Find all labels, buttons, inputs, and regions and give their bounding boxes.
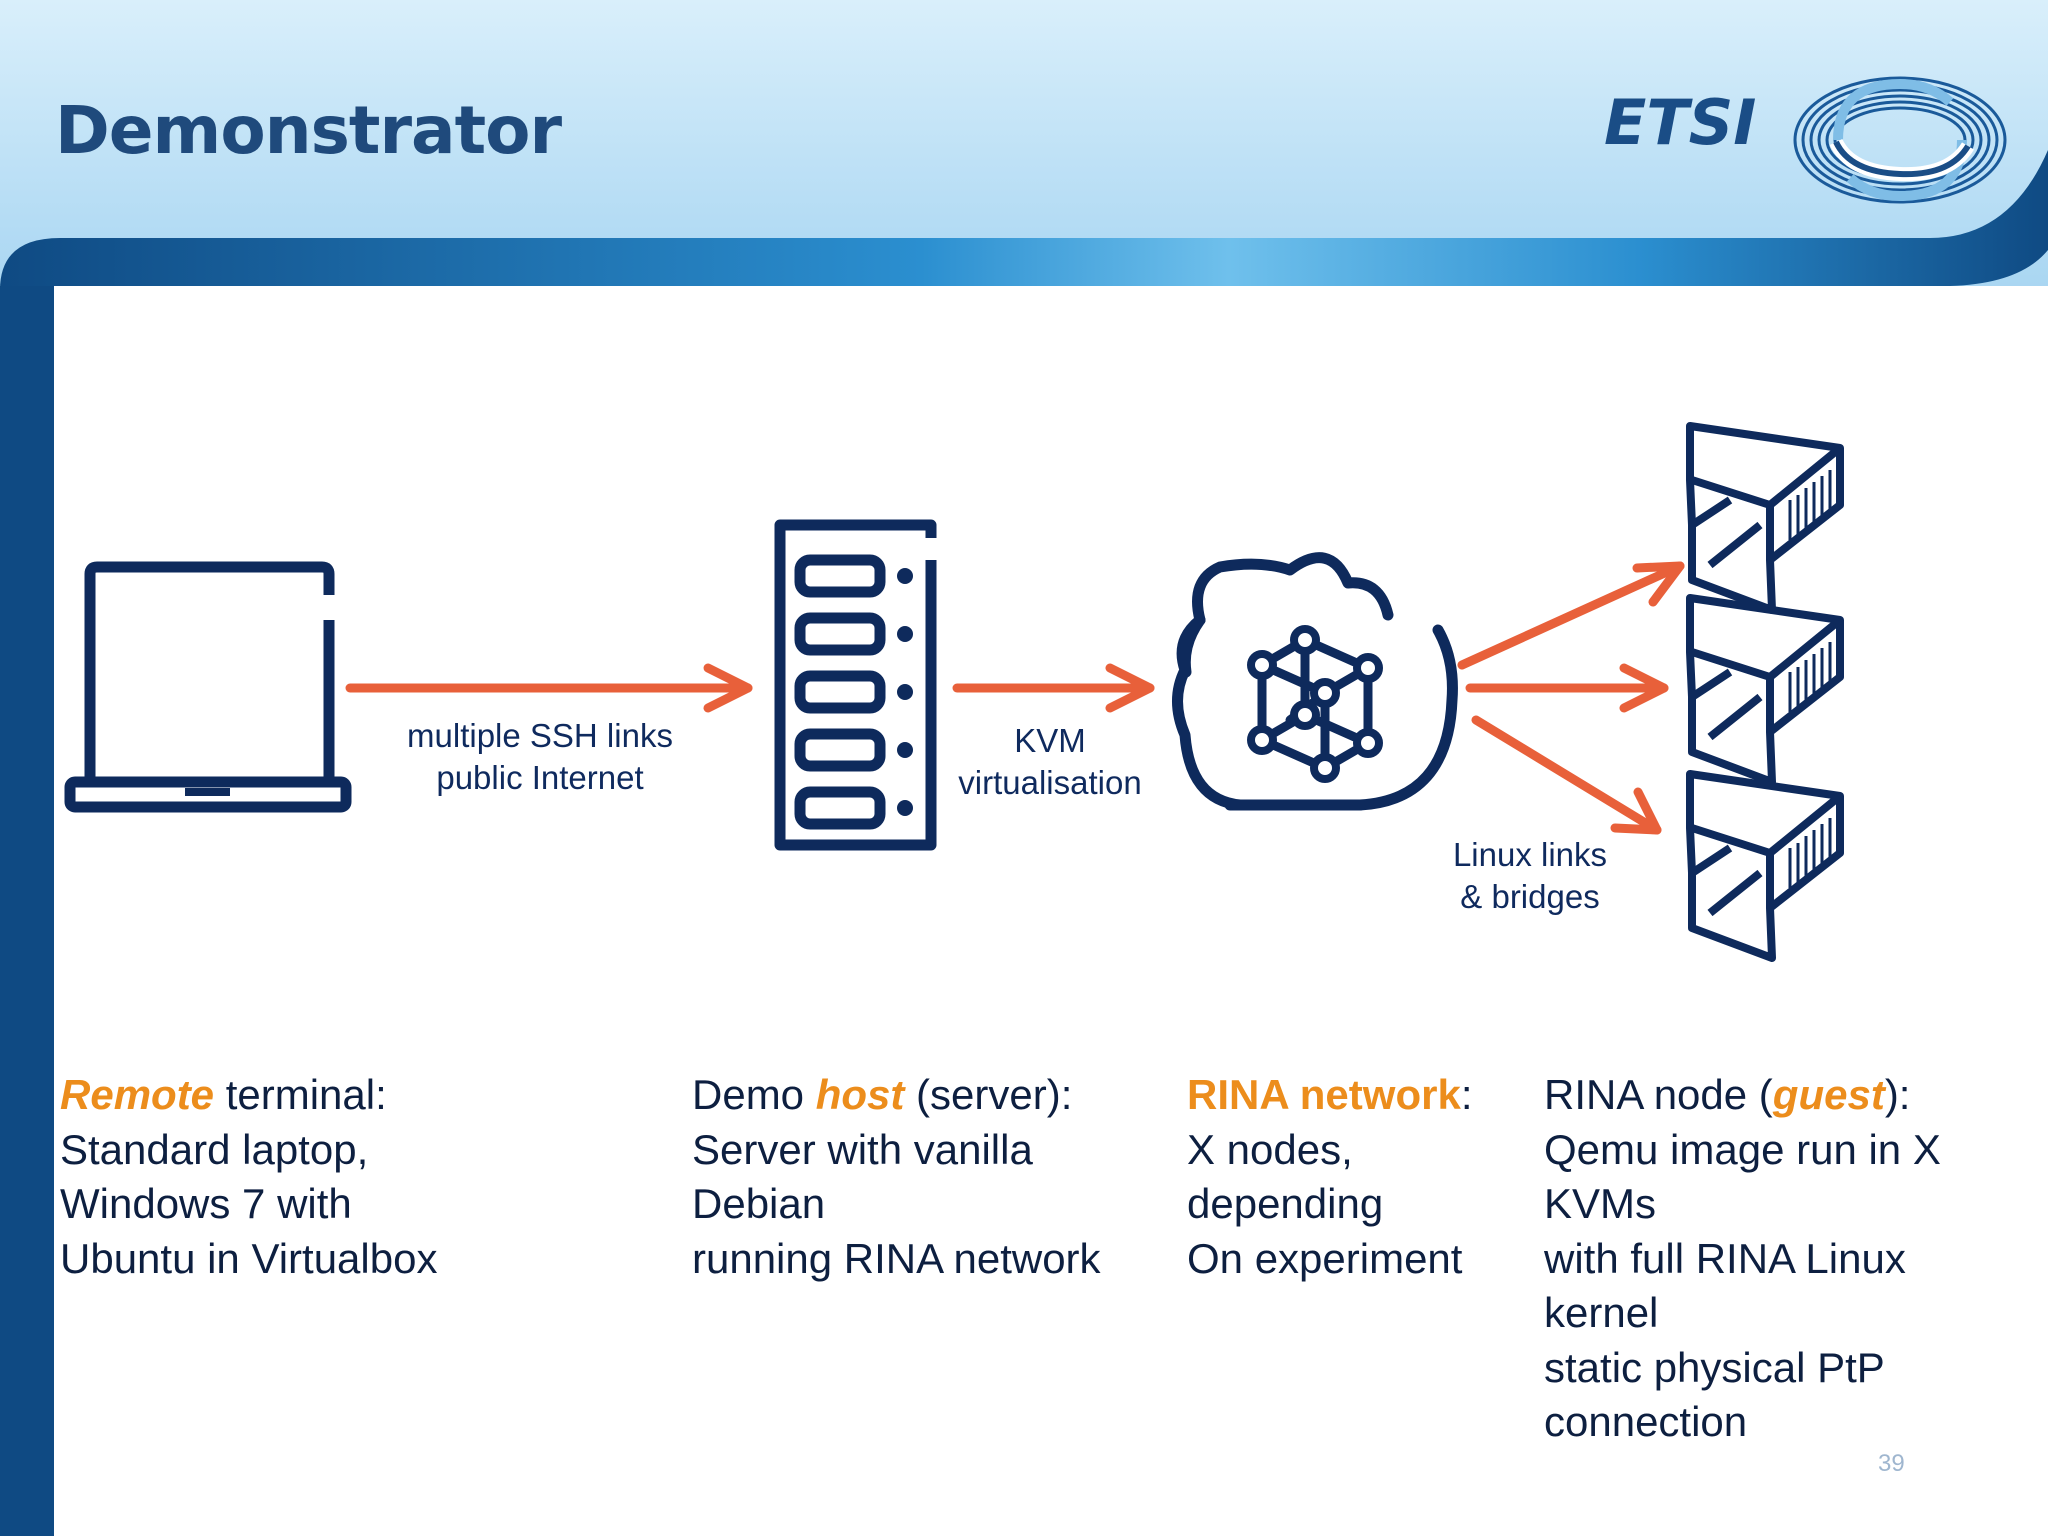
column-line: with full RINA Linux: [1544, 1234, 1906, 1282]
server-rack-icon: [774, 519, 937, 851]
heading-rest: (server):: [904, 1071, 1073, 1118]
column-heading: Remote terminal:: [60, 1068, 437, 1123]
column-line: KVMs: [1544, 1180, 1657, 1227]
guest-node-icon-2: [1686, 594, 1844, 786]
edge-label-line: public Internet: [436, 759, 644, 796]
heading-pre: Demo: [692, 1071, 816, 1118]
heading-highlight: RINA network: [1187, 1071, 1461, 1118]
remote-terminal-description: Remote terminal: Standard laptop, Window…: [60, 1068, 437, 1286]
column-line: Server with vanilla: [692, 1125, 1033, 1173]
column-line: Debian: [692, 1180, 826, 1227]
slide-title: Demonstrator: [55, 92, 562, 169]
arrow-cloud-to-guest-1: [1457, 561, 1685, 670]
edge-label-linux: Linux links & bridges: [1430, 834, 1630, 918]
column-line: static physical PtP: [1544, 1343, 1885, 1391]
demo-host-description: Demo host (server): Server with vanilla …: [692, 1068, 1101, 1286]
laptop-icon: [64, 561, 352, 813]
column-line: connection: [1544, 1398, 1748, 1445]
arrow-server-to-cloud: [952, 663, 1155, 713]
column-line: depending: [1187, 1180, 1384, 1227]
arrow-cloud-to-guest-3: [1471, 715, 1662, 835]
column-heading: Demo host (server):: [692, 1068, 1101, 1123]
logo-text: ETSI: [1604, 86, 1756, 159]
cloud-network-icon: [1172, 552, 1458, 811]
arrow-cloud-to-guest-2: [1465, 663, 1669, 713]
page-number: 39: [1878, 1450, 1905, 1477]
guest-node-icon-1: [1686, 422, 1844, 614]
column-line: Qemu image run in X: [1544, 1125, 1941, 1173]
heading-highlight: host: [815, 1071, 905, 1118]
heading-pre: RINA node (: [1544, 1071, 1773, 1118]
guest-node-icon-3: [1686, 770, 1844, 962]
container-stack-icon: [1686, 422, 1844, 962]
heading-highlight: guest: [1772, 1071, 1885, 1118]
rina-node-description: RINA node (guest): Qemu image run in X K…: [1544, 1068, 1941, 1450]
column-heading: RINA network:: [1187, 1068, 1472, 1123]
heading-highlight: Remote: [60, 1071, 215, 1118]
edge-label-line: Linux links: [1452, 836, 1608, 873]
heading-rest: terminal:: [214, 1071, 387, 1118]
column-line: Standard laptop,: [60, 1125, 369, 1173]
column-line: Ubuntu in Virtualbox: [60, 1234, 438, 1282]
column-heading: RINA node (guest):: [1544, 1068, 1941, 1123]
heading-rest: ):: [1884, 1071, 1911, 1118]
arrow-laptop-to-server: [345, 663, 753, 713]
column-line: Windows 7 with: [60, 1180, 352, 1227]
edge-label-line: multiple SSH links: [407, 717, 673, 754]
edge-label-kvm: KVM virtualisation: [940, 720, 1160, 804]
column-line: On experiment: [1187, 1234, 1463, 1282]
column-line: X nodes,: [1187, 1125, 1353, 1173]
heading-rest: :: [1460, 1071, 1473, 1118]
edge-label-line: virtualisation: [958, 764, 1142, 801]
rina-network-description: RINA network: X nodes, depending On expe…: [1187, 1068, 1472, 1286]
edge-label-ssh: multiple SSH links public Internet: [380, 715, 700, 799]
column-line: kernel: [1544, 1289, 1659, 1336]
edge-label-line: & bridges: [1460, 878, 1600, 915]
column-line: running RINA network: [692, 1234, 1101, 1282]
etsi-logo: ETSI: [1604, 76, 2007, 204]
edge-label-line: KVM: [1014, 722, 1086, 759]
